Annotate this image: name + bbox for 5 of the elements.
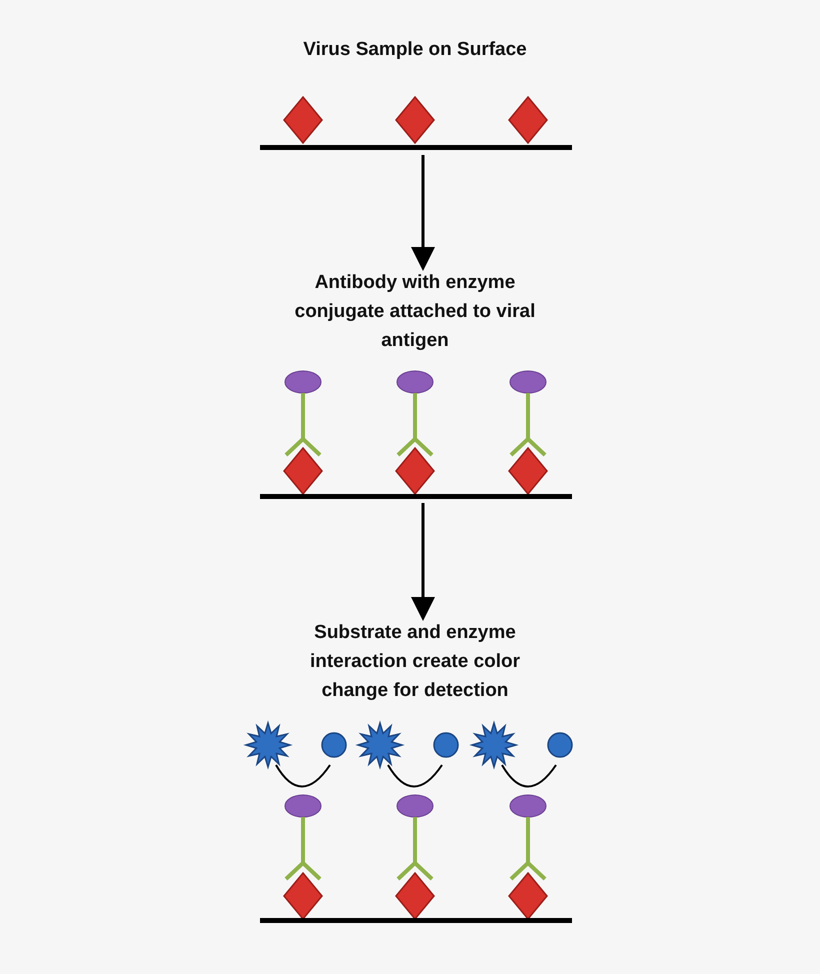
step-heading: Virus Sample on Surface: [302, 38, 528, 62]
arrow: [411, 503, 435, 621]
step-heading: Antibody with enzyme conjugate attached to viral antigen: [294, 271, 536, 353]
step-heading: Substrate and enzyme interaction create color change for detection: [308, 621, 522, 703]
arrow: [411, 155, 435, 271]
